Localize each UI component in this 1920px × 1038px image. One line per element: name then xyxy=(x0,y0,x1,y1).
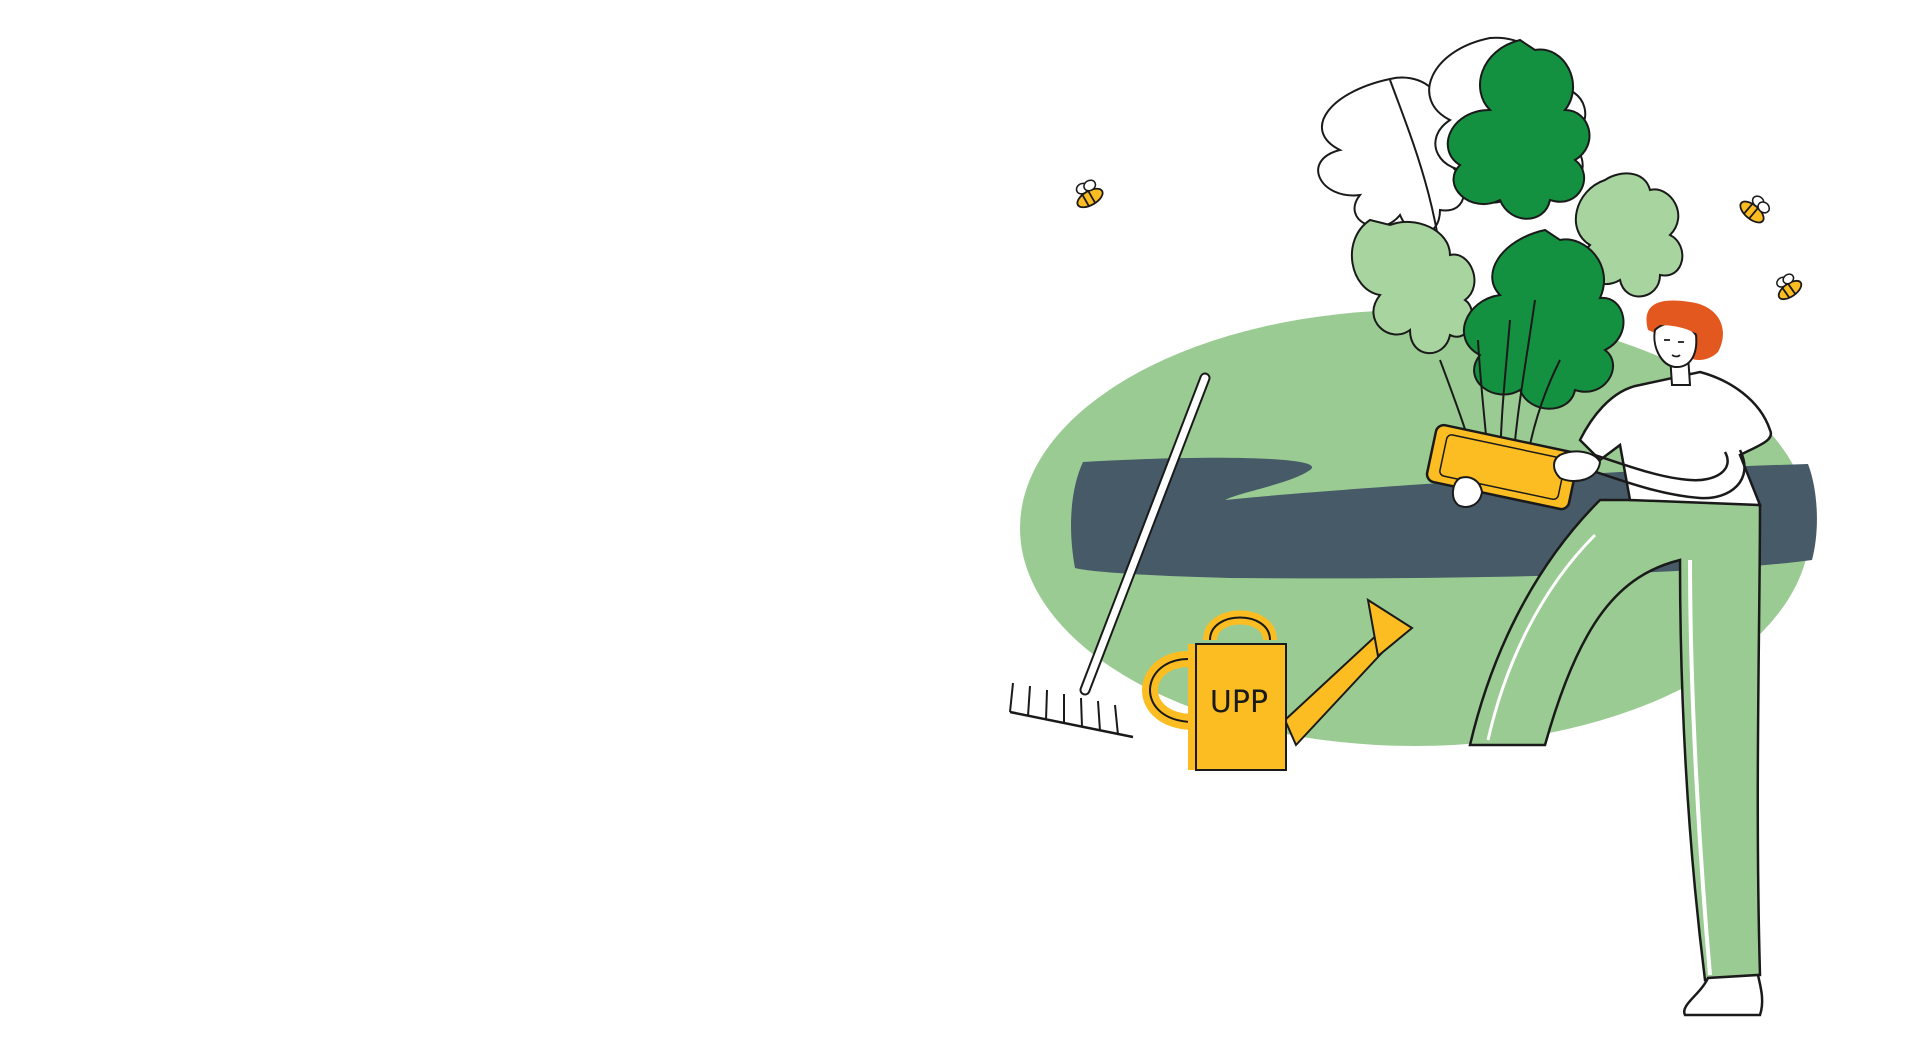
rake xyxy=(1009,372,1211,739)
watering-can: UPP xyxy=(1142,597,1414,771)
bee-left xyxy=(1075,179,1104,209)
can-label: UPP xyxy=(1210,685,1268,720)
monstera-plant xyxy=(1317,36,1684,481)
bee-right-top xyxy=(1739,195,1771,224)
gardener-person xyxy=(1452,300,1773,1017)
bee-right-bottom xyxy=(1776,273,1803,301)
